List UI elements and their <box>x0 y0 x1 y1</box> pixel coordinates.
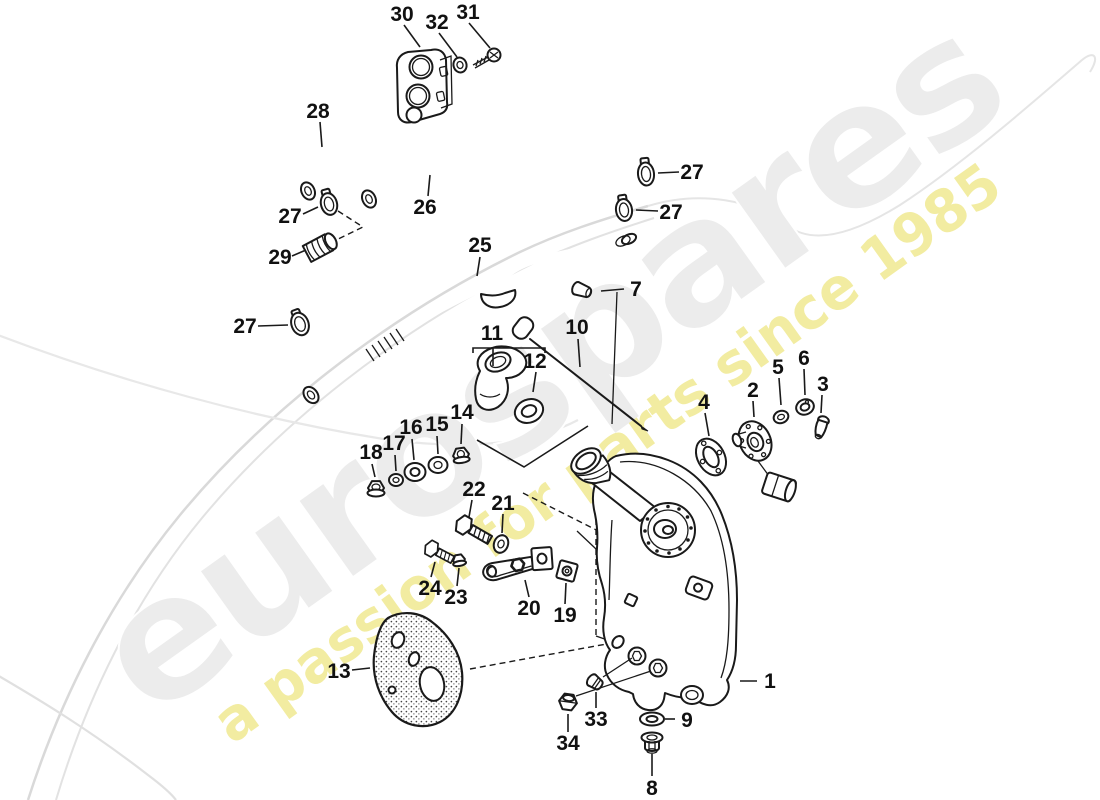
hose-clip <box>480 289 517 309</box>
callout-20: 20 <box>517 597 540 620</box>
callout-14: 14 <box>450 401 474 424</box>
callout-8: 8 <box>646 777 658 800</box>
callout-24: 24 <box>418 577 442 600</box>
clamp-nut-19 <box>555 559 579 583</box>
callout-13: 13 <box>327 660 350 683</box>
callout-33: 33 <box>584 708 607 731</box>
callout-labels: 1 2 3 4 5 6 7 8 9 10 11 12 13 14 15 16 1… <box>233 1 829 800</box>
oil-tank-1 <box>570 447 738 712</box>
callout-25: 25 <box>468 234 492 257</box>
callout-26: 26 <box>413 196 436 219</box>
plug-7 <box>571 281 618 425</box>
boss-bolt-holes <box>643 504 693 555</box>
callout-27-d: 27 <box>659 201 682 224</box>
callout-28: 28 <box>306 100 330 123</box>
callout-27-b: 27 <box>233 315 256 338</box>
bracket-20 <box>482 546 554 582</box>
callout-17: 17 <box>382 432 405 455</box>
callout-11: 11 <box>481 322 504 345</box>
hose-clamp-icon <box>290 156 656 337</box>
tank-port-bolts <box>627 646 668 678</box>
ring-6 <box>795 398 815 416</box>
callout-2: 2 <box>747 379 759 402</box>
nut-34 <box>558 692 578 712</box>
dipstick-10 <box>511 316 649 432</box>
callout-21: 21 <box>491 492 515 515</box>
hose-26 <box>360 151 605 213</box>
bracket-30 <box>395 48 453 124</box>
callout-10: 10 <box>565 316 588 339</box>
callout-4: 4 <box>698 391 710 414</box>
callout-29: 29 <box>268 246 291 269</box>
seal-ring-12 <box>513 398 545 424</box>
bolt-22 <box>454 514 494 545</box>
fitting-29 <box>301 232 338 263</box>
callout-34: 34 <box>556 732 580 755</box>
seal-washer-9 <box>639 711 665 727</box>
callout-9: 9 <box>681 709 693 732</box>
plug-33 <box>585 673 604 691</box>
callout-27-a: 27 <box>278 205 301 228</box>
callout-7: 7 <box>630 278 642 301</box>
callout-1: 1 <box>764 670 776 693</box>
nut-18 <box>366 480 386 498</box>
screw-31 <box>472 47 502 69</box>
callout-12: 12 <box>523 350 546 373</box>
callout-32: 32 <box>425 11 448 34</box>
watermark-brand: eurospares <box>57 0 1037 755</box>
callout-5: 5 <box>772 356 784 379</box>
callout-16: 16 <box>399 416 422 439</box>
callout-19: 19 <box>553 604 576 627</box>
callout-3: 3 <box>817 373 829 396</box>
callout-23: 23 <box>444 586 467 609</box>
callout-27-c: 27 <box>680 161 703 184</box>
hose-28 <box>290 100 622 201</box>
seal-5 <box>772 409 790 425</box>
washer-15 <box>427 456 449 474</box>
cover-ring-4 <box>694 437 728 477</box>
union-3 <box>814 415 830 440</box>
callout-31: 31 <box>456 1 480 24</box>
nut-14 <box>452 446 471 465</box>
bushing-16 <box>403 462 427 482</box>
leader-lines <box>257 22 823 776</box>
gasket-13 <box>372 612 464 728</box>
washer-17 <box>388 473 404 487</box>
callout-22: 22 <box>462 478 485 501</box>
callout-6: 6 <box>798 347 810 370</box>
washer-32 <box>452 56 468 74</box>
nut-23 <box>452 553 468 568</box>
flange-2 <box>731 420 797 503</box>
hose-sleeve-hatch <box>365 328 405 362</box>
callout-30: 30 <box>390 3 413 26</box>
washer-21 <box>492 534 510 554</box>
watermark-swoosh <box>0 54 1097 800</box>
callout-18: 18 <box>359 441 383 464</box>
bolt-24 <box>424 539 456 565</box>
callout-15: 15 <box>425 413 449 436</box>
hose-25 <box>302 232 638 405</box>
drain-plug-8 <box>640 731 664 754</box>
